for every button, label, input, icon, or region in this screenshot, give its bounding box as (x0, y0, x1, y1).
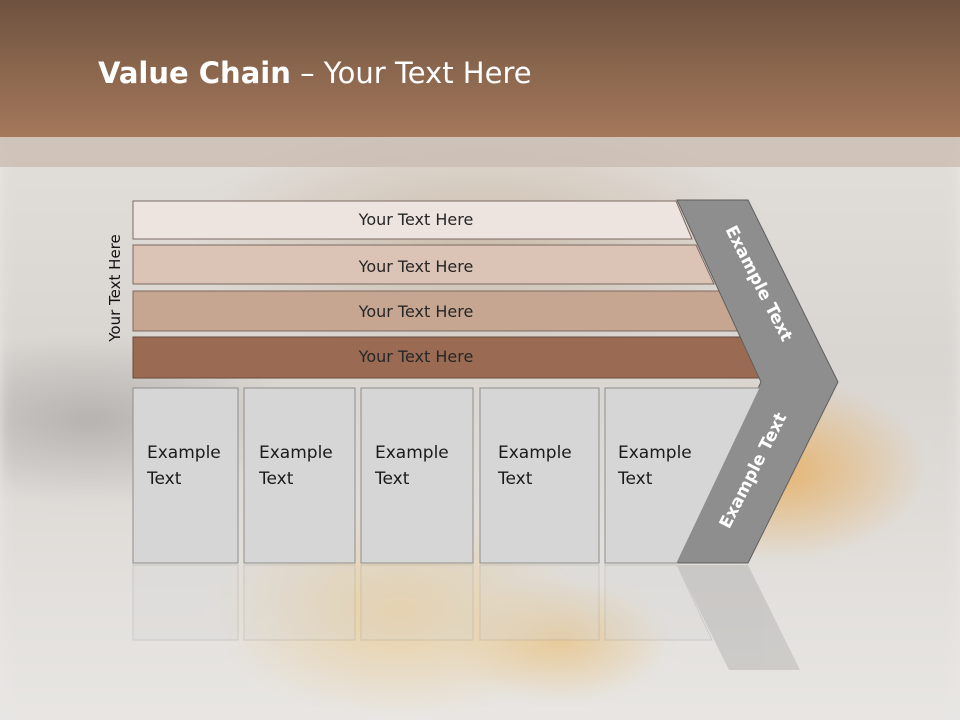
box-1-line2: Text (146, 469, 182, 489)
box-5-line1: Example (618, 443, 692, 463)
box-2-line1: Example (259, 443, 333, 463)
row-4[interactable]: Your Text Here (132, 336, 765, 379)
box-1-line1: Example (147, 443, 221, 463)
box-4[interactable]: Example Text (479, 387, 600, 564)
title-bold: Value Chain (98, 56, 291, 90)
row-2-label: Your Text Here (358, 257, 474, 276)
header-bar (0, 0, 960, 137)
box-4-line1: Example (498, 443, 572, 463)
row-2[interactable]: Your Text Here (132, 244, 715, 285)
row-1-label: Your Text Here (358, 210, 474, 229)
reflection (132, 564, 800, 670)
box-2-line2: Text (258, 469, 294, 489)
box-4-line2: Text (497, 469, 533, 489)
slide-title: Value Chain – Your Text Here (98, 56, 532, 90)
box-1[interactable]: Example Text (132, 387, 239, 564)
header-band (0, 137, 960, 167)
title-rest: – Your Text Here (290, 56, 532, 90)
box-5-line2: Text (617, 469, 653, 489)
row-3-label: Your Text Here (358, 302, 474, 321)
box-2[interactable]: Example Text (243, 387, 356, 564)
row-3[interactable]: Your Text Here (132, 290, 740, 332)
box-3[interactable]: Example Text (360, 387, 474, 564)
box-3-line2: Text (374, 469, 410, 489)
row-4-label: Your Text Here (358, 347, 474, 366)
row-1[interactable]: Your Text Here (132, 200, 693, 240)
box-3-line1: Example (375, 443, 449, 463)
box-5[interactable]: Example Text (604, 387, 761, 564)
